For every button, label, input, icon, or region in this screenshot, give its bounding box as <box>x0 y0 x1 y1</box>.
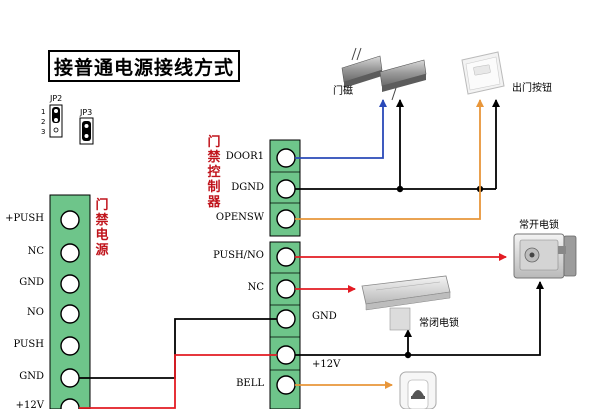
wire-power-gnd <box>79 318 277 379</box>
controller-label-plus-12v: +12V <box>312 359 341 370</box>
jp2-jumper <box>49 104 63 138</box>
controller-terminal-push-no <box>276 247 296 267</box>
power-terminal-gnd <box>60 274 80 294</box>
jp2-pin-3: 3 <box>41 128 46 136</box>
jp2-label: JP2 <box>50 94 63 103</box>
controller-terminal-nc <box>276 279 296 299</box>
exit-button-image <box>461 51 505 95</box>
power-label-plus-push: +PUSH <box>5 213 44 224</box>
power-label-nc: NC <box>27 246 44 257</box>
power-label-gnd: GND <box>19 277 44 288</box>
door-magnet-label: 门磁 <box>333 86 353 97</box>
jp2-pin-1: 1 <box>41 108 46 116</box>
power-terminal-push <box>60 336 80 356</box>
jp3-label: JP3 <box>80 108 93 117</box>
normally-closed-lock-image <box>361 275 451 331</box>
controller-label-gnd: GND <box>312 311 337 322</box>
controller-label-door1: DOOR1 <box>225 151 264 162</box>
normally-open-lock-label: 常开电锁 <box>519 220 559 231</box>
controller-label-push-no: PUSH/NO <box>213 250 264 261</box>
power-terminal-gnd-2 <box>60 368 80 388</box>
power-label-push: PUSH <box>13 339 44 350</box>
power-label-plus-12v: +12V <box>15 400 44 411</box>
controller-label-nc: NC <box>247 282 264 293</box>
diagram-title: 接普通电源接线方式 <box>48 50 240 82</box>
power-supply-vertical-label: 门禁电源 <box>95 198 109 258</box>
controller-terminal-door1 <box>276 148 296 168</box>
wire-opensw-orange <box>295 99 484 220</box>
normally-closed-lock-label: 常闭电锁 <box>419 318 459 329</box>
doorbell-image <box>399 371 437 409</box>
exit-button-label: 出门按钮 <box>512 83 552 94</box>
wire-power-12v <box>79 354 277 409</box>
jp2-pin-2: 2 <box>41 118 46 126</box>
power-label-gnd-2: GND <box>19 371 44 382</box>
controller-terminal-bell <box>276 375 296 395</box>
power-terminal-nc <box>60 243 80 263</box>
controller-label-bell: BELL <box>236 378 264 389</box>
wire-plus-12v-black <box>295 281 544 356</box>
normally-open-lock-image <box>513 233 577 279</box>
jp3-jumper <box>79 117 94 145</box>
wire-door1-blue <box>295 99 387 159</box>
controller-terminal-plus-12v <box>276 345 296 365</box>
controller-terminal-dgnd <box>276 179 296 199</box>
controller-terminal-gnd <box>276 309 296 329</box>
controller-label-dgnd: DGND <box>231 182 264 193</box>
controller-terminal-opensw <box>276 209 296 229</box>
power-terminal-plus-push <box>60 210 80 230</box>
controller-label-opensw: OPENSW <box>215 212 264 223</box>
controller-vertical-label: 门禁控制器 <box>207 135 221 210</box>
door-magnet-image <box>341 47 427 101</box>
power-terminal-no <box>60 304 80 324</box>
power-label-no: NO <box>27 307 44 318</box>
